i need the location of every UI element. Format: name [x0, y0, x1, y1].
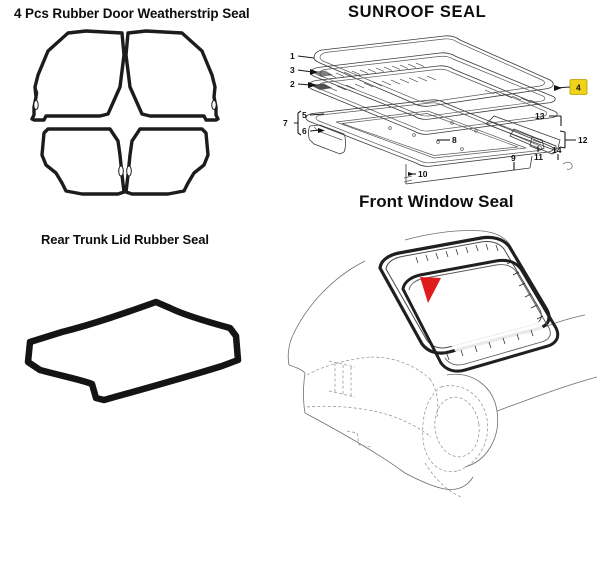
callout-5-label: 5 [302, 110, 307, 120]
callout-1: 1 [290, 51, 315, 61]
callout-6-label: 6 [302, 126, 307, 136]
callout-5: 5 [302, 110, 325, 120]
callout-14-label: 14 [552, 145, 562, 155]
sunroof-seal-title: SUNROOF SEAL [348, 3, 487, 21]
rear-trunk-lid-seal-shape [24, 298, 242, 404]
sunroof-cassette-assembly [305, 99, 573, 185]
callout-7-label: 7 [283, 118, 288, 128]
front-window-seal-title: Front Window Seal [359, 192, 514, 211]
rear-right-door-seal-shape [124, 127, 210, 196]
callout-8: 8 [437, 135, 457, 145]
callout-9-label: 9 [511, 153, 516, 163]
sunroof-frame-layer-3 [310, 52, 556, 120]
door-seal-illustration [0, 25, 280, 200]
red-arrow-marker [420, 277, 441, 303]
callout-2-label: 2 [290, 79, 295, 89]
front-window-seal-illustration [285, 215, 600, 515]
callout-13: 13 [535, 111, 562, 126]
callout-12: 12 [559, 130, 588, 149]
callout-14: 14 [552, 145, 562, 160]
callout-7: 7 [283, 110, 302, 136]
callout-2: 2 [290, 79, 317, 89]
callout-3: 3 [290, 65, 318, 75]
sunroof-glass-panel [313, 35, 554, 107]
callout-11: 11 [534, 146, 543, 162]
callout-9: 9 [511, 153, 516, 170]
callout-4-label: 4 [576, 83, 581, 93]
callout-13-label: 13 [535, 111, 545, 121]
callout-4-highlight-box [569, 79, 588, 95]
front-window-seal-frame [378, 235, 560, 373]
door-seal-title: 4 Pcs Rubber Door Weatherstrip Seal [14, 6, 250, 21]
callout-4-highlighted[interactable]: 4 [554, 79, 588, 95]
callout-12-label: 12 [578, 135, 588, 145]
callout-3-label: 3 [290, 65, 295, 75]
front-left-door-seal-shape [30, 29, 126, 122]
trunk-seal-title: Rear Trunk Lid Rubber Seal [41, 232, 209, 247]
sunroof-seal-illustration: 1 3 2 7 5 [280, 28, 600, 186]
trunk-seal-illustration [0, 250, 280, 404]
callout-8-label: 8 [452, 135, 457, 145]
callout-10: 10 [408, 169, 428, 179]
car-body-outline [287, 230, 598, 498]
rear-left-door-seal-shape [40, 127, 126, 196]
callout-1-label: 1 [290, 51, 295, 61]
callout-6: 6 [302, 126, 325, 136]
front-right-door-seal-shape [124, 29, 220, 122]
callout-10-label: 10 [418, 169, 428, 179]
callout-11-label: 11 [534, 152, 543, 162]
